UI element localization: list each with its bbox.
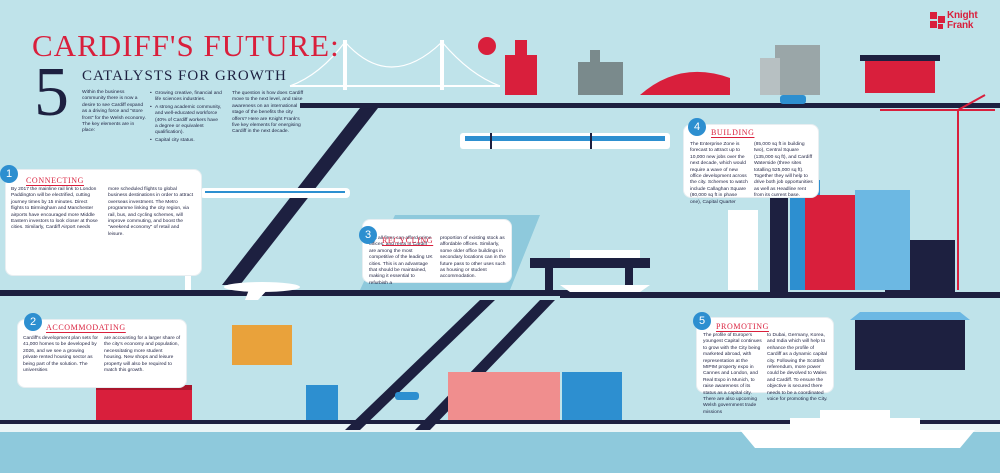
high-speed-train-icon bbox=[200, 188, 350, 198]
logo-line1: Knight bbox=[947, 10, 978, 21]
section-card-promoting: The profile of Europe's youngest Capital… bbox=[697, 318, 833, 415]
promenade bbox=[0, 424, 1000, 432]
section-text-col2: to Dubai, Germany, Korea, and India whic… bbox=[767, 333, 828, 403]
section-text-col2: more scheduled flights to global busines… bbox=[108, 187, 194, 237]
section-card-recycling: Not all firms can afford prime offices, … bbox=[363, 220, 511, 286]
section-heading: ACCOMMODATING bbox=[46, 323, 126, 332]
section-heading: PROMOTING bbox=[716, 322, 769, 331]
section-number-badge: 4 bbox=[688, 118, 706, 136]
metro-train-icon bbox=[460, 133, 670, 149]
knight-frank-logo: Knight Frank bbox=[930, 10, 992, 44]
intro-question: The question is how does Cardiff move to… bbox=[232, 91, 304, 135]
suspension-bridge-icon bbox=[289, 40, 501, 90]
promotion-pavilion bbox=[850, 312, 970, 370]
housing-center bbox=[306, 372, 622, 420]
section-text-col2: (85,000 sq ft in building two), Central … bbox=[754, 142, 813, 199]
housing-left bbox=[96, 325, 292, 420]
section-text-col1: The Enterprise Zone is forecast to attra… bbox=[690, 142, 748, 205]
intro-bullets: Growing creative, financial and life sci… bbox=[150, 91, 222, 145]
big-number: 5 bbox=[34, 54, 69, 131]
section-text-col1: The profile of Europe's youngest Capital… bbox=[703, 333, 762, 415]
yacht-icon bbox=[740, 410, 975, 448]
section-number-badge: 5 bbox=[693, 312, 711, 330]
station-structure bbox=[530, 250, 650, 293]
section-heading: BUILDING bbox=[711, 128, 755, 137]
section-heading: CONNECTING bbox=[26, 176, 84, 185]
airplane-icon bbox=[224, 282, 300, 300]
intro-bullet: A strong academic community, and well-ed… bbox=[150, 105, 222, 137]
page-subtitle: CATALYSTS FOR GROWTH bbox=[82, 68, 287, 84]
section-text-col2: are accounting for a larger share of the… bbox=[104, 336, 181, 374]
section-card-accommodating: Cardiff's development plan sets for 41,0… bbox=[18, 320, 186, 387]
construction-crane-icon bbox=[880, 94, 995, 290]
red-sun-icon bbox=[478, 37, 496, 55]
ferry-boat-icon bbox=[560, 285, 650, 292]
section-text-col1: Cardiff's development plan sets for 41,0… bbox=[23, 336, 99, 374]
car-icon bbox=[395, 95, 806, 400]
section-card-building: The Enterprise Zone is forecast to attra… bbox=[684, 125, 818, 205]
logo-text: Knight Frank bbox=[947, 10, 978, 31]
civic-buildings bbox=[505, 40, 940, 95]
intro-text: Within the business community there is n… bbox=[82, 90, 146, 134]
section-text-col1: Not all firms can afford prime offices, … bbox=[369, 236, 433, 286]
section-text-col1: By 2017 the mainline rail link to London… bbox=[11, 187, 98, 231]
section-number-badge: 3 bbox=[359, 226, 377, 244]
logo-line2: Frank bbox=[947, 20, 974, 31]
intro-bullet: Capital city status. bbox=[150, 138, 222, 145]
intro-bullet: Growing creative, financial and life sci… bbox=[150, 91, 222, 104]
section-text-col2: proportion of existing stock as affordab… bbox=[440, 236, 506, 280]
page-title: CARDIFF'S FUTURE: bbox=[32, 28, 340, 63]
section-number-badge: 2 bbox=[24, 313, 42, 331]
section-heading: RECYCLING bbox=[382, 236, 434, 245]
knight-frank-logo-icon bbox=[930, 12, 945, 29]
section-number-badge: 1 bbox=[0, 165, 18, 183]
section-card-connecting: By 2017 the mainline rail link to London… bbox=[6, 170, 201, 275]
